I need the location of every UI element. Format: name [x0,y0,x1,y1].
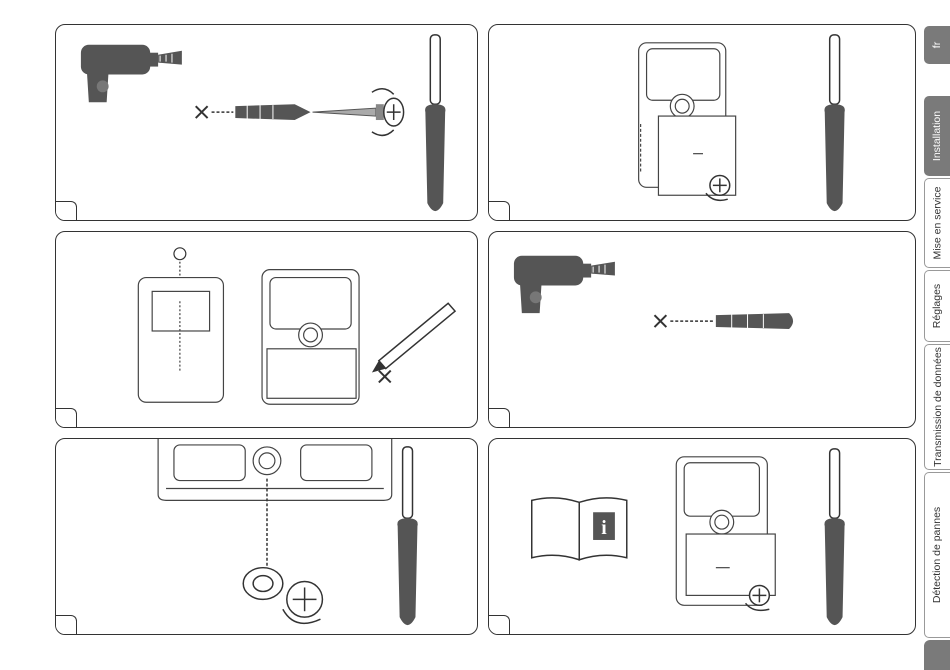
controller-icon [262,270,359,405]
controller-icon [676,457,775,605]
step-panel-6: i [488,438,916,635]
tab-reglages-label: Réglages [932,284,944,328]
screwdriver-icon [425,35,445,211]
base-detail-icon [158,439,392,500]
drill-icon [514,256,615,313]
tab-installation[interactable]: Installation [924,96,950,176]
step-5-illustration [56,439,477,634]
step-number-tab [55,408,77,428]
step-3-illustration [56,232,477,427]
step-number-tab [55,615,77,635]
cross-mark [196,106,208,118]
pencil-icon [372,303,455,372]
step-number-tab [55,201,77,221]
tab-mise-en-service-label: Mise en service [932,187,944,260]
drill-icon [81,45,182,102]
step-1-illustration [56,25,477,220]
wall-plug-icon [716,313,793,329]
tab-transmission-label: Transmission de données [932,347,944,467]
tab-detection-label: Détection de pannes [932,507,944,603]
step-4-illustration [489,232,915,427]
step-number-tab [488,408,510,428]
screw-icon [313,89,404,136]
screwdriver-icon [824,35,844,211]
page-corner-tab [924,640,950,670]
manual-info-icon: i [532,498,627,560]
tab-language-label: fr [931,42,943,48]
tab-reglages[interactable]: Réglages [924,270,950,342]
tab-language[interactable]: fr [924,26,950,64]
tab-transmission-de-donnees[interactable]: Transmission de données [924,344,950,470]
step-6-illustration: i [489,439,915,634]
tab-detection-de-pannes[interactable]: Détection de pannes [924,472,950,638]
screwdriver-icon [397,447,417,625]
controller-icon [639,43,736,195]
step-panel-4 [488,231,916,428]
step-panel-2 [488,24,916,221]
screwdriver-icon [824,449,844,625]
tab-installation-label: Installation [932,111,944,161]
cross-mark [654,315,666,327]
tab-mise-en-service[interactable]: Mise en service [924,178,950,268]
screw-icon [243,568,322,624]
step-panel-1 [55,24,478,221]
svg-text:i: i [601,517,607,539]
step-panel-5 [55,438,478,635]
step-number-tab [488,201,510,221]
base-plate-icon [138,248,223,402]
step-number-tab [488,615,510,635]
cross-mark [379,371,391,383]
step-2-illustration [489,25,915,220]
step-panel-3 [55,231,478,428]
wall-plug-icon [235,104,310,120]
